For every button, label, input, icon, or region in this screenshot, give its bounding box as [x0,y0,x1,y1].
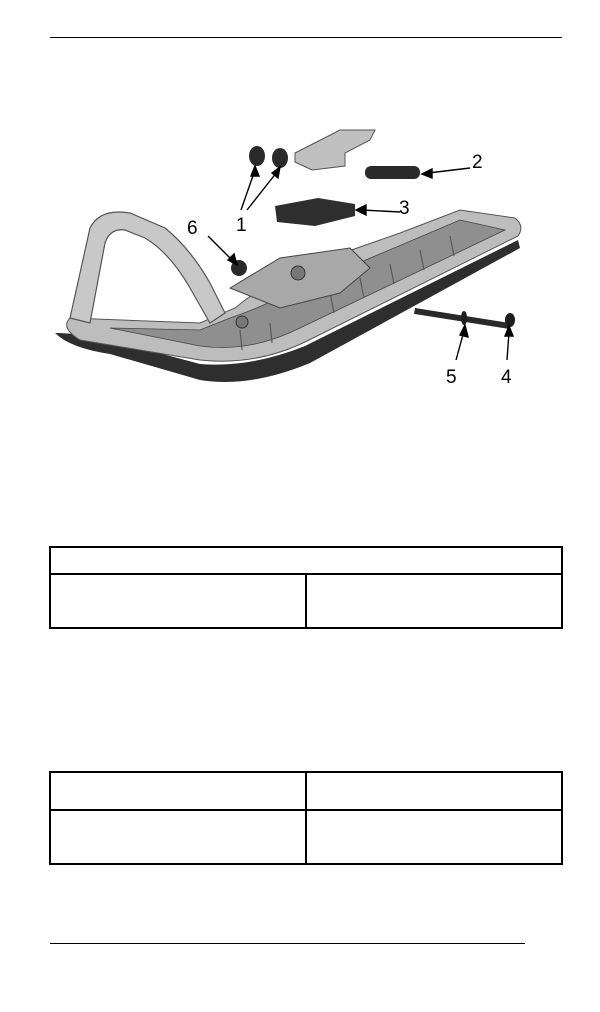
callout-5: 5 [446,367,457,388]
pin [365,166,420,179]
callout-leaders [207,164,515,361]
table-row [49,573,563,629]
footer-rule [50,943,525,944]
table-cell [49,573,307,629]
spec-table-2 [49,771,563,865]
ski-handle [69,211,226,324]
ski-ribs [239,235,455,351]
bushing-left [249,146,265,166]
table-cell [305,809,563,865]
header-rule [50,37,562,38]
spindle [294,129,376,171]
ski-keel [55,240,520,382]
ski-channel [109,219,507,348]
spec-table-1 [49,546,563,629]
wear-pad [275,198,355,226]
bushing-right [272,148,288,168]
washer [461,311,467,325]
callout-2: 2 [472,152,483,173]
table-cell [49,809,307,865]
table-2-header-left [49,771,307,811]
table-cell [305,573,563,629]
ski-assembly-figure: 1 2 3 4 5 6 [55,129,522,388]
table-row [49,809,563,865]
callout-6: 6 [187,218,198,239]
table-2-header-right [305,771,563,811]
callout-1: 1 [236,215,247,236]
callout-4: 4 [501,367,512,388]
callout-3: 3 [399,198,410,219]
table-1-header [49,546,563,575]
